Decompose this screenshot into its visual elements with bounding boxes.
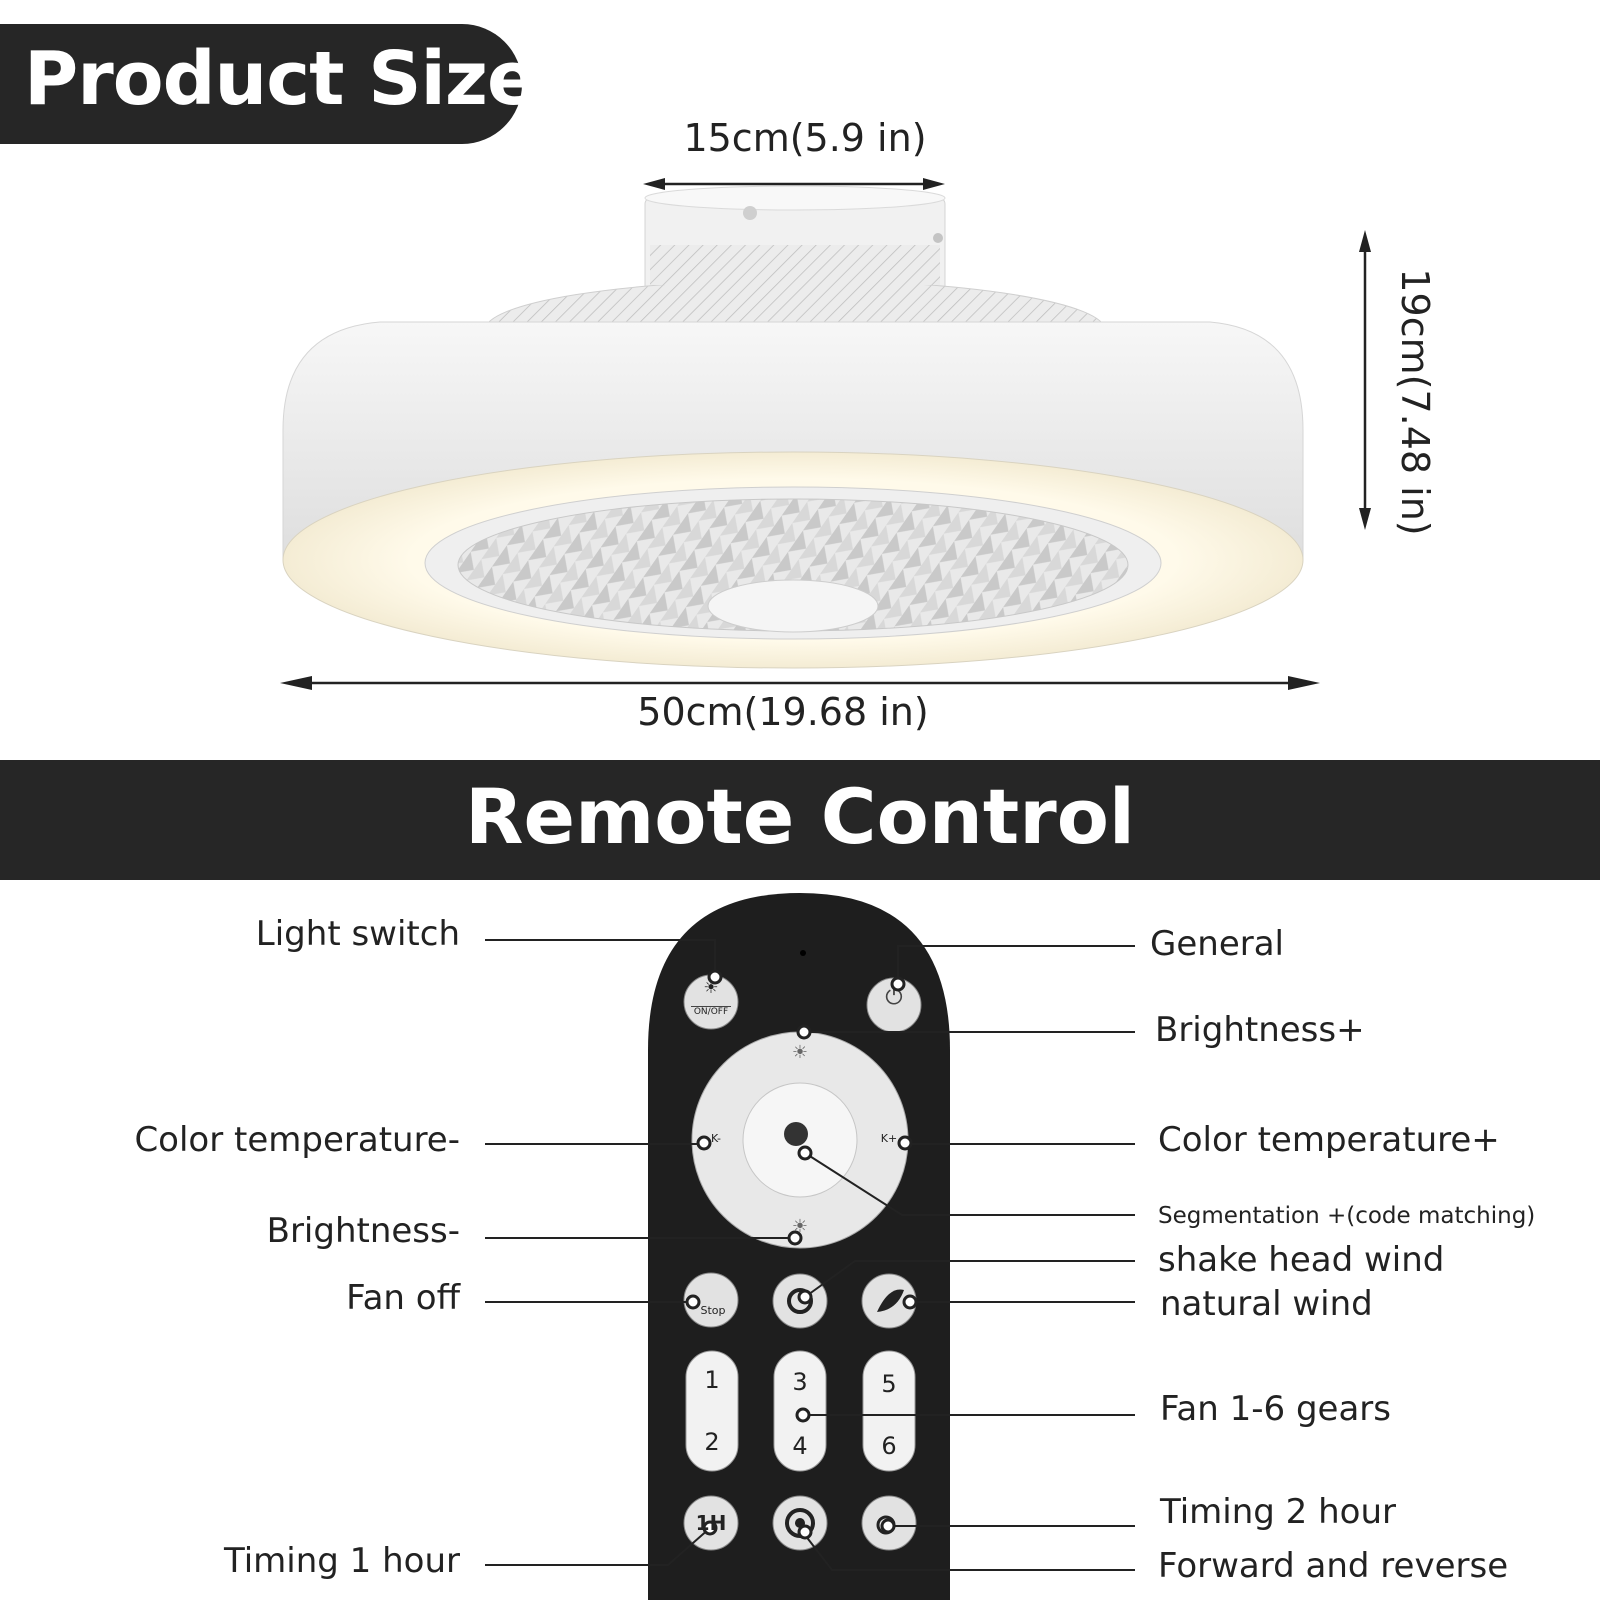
- gear-6-text: 6: [881, 1432, 897, 1460]
- gear-5-6-button[interactable]: [862, 1350, 916, 1472]
- gear-1-text: 1: [704, 1366, 720, 1394]
- natural-wind-label: natural wind: [1160, 1284, 1373, 1324]
- color-temp-plus-label: Color temperature+: [1158, 1120, 1500, 1160]
- timing-2h-label: Timing 2 hour: [1160, 1492, 1396, 1532]
- segmentation-label: Segmentation +(code matching): [1158, 1203, 1536, 1229]
- on-off-text: ON/OFF: [691, 1006, 731, 1017]
- fan-off-button[interactable]: [683, 1272, 739, 1328]
- timing-1h-label: Timing 1 hour: [224, 1541, 460, 1581]
- timer-1h-text: 1H: [695, 1511, 727, 1535]
- product-size-banner: [0, 24, 522, 144]
- stop-text: Stop: [700, 1304, 726, 1317]
- shake-head-label: shake head wind: [1158, 1240, 1445, 1280]
- center-hub: [707, 579, 879, 633]
- svg-text:☀: ☀: [792, 1042, 808, 1063]
- k-plus-text: K+: [880, 1132, 898, 1145]
- top-width-arrow: [643, 178, 945, 190]
- gear-3-text: 3: [792, 1368, 808, 1396]
- k-minus-text: K-: [710, 1132, 722, 1145]
- diameter-arrow: [280, 676, 1320, 690]
- light-switch-label: Light switch: [255, 914, 460, 954]
- brightness-plus-label: Brightness+: [1155, 1010, 1365, 1050]
- leader-lines: [485, 939, 1135, 1571]
- top-width-label: 15cm(5.9 in): [683, 116, 927, 160]
- remote-control-banner: [0, 760, 1600, 880]
- color-temp-minus-label: Color temperature-: [134, 1120, 460, 1160]
- gear-1-2-button[interactable]: [685, 1350, 739, 1472]
- product-size-title: Product Size: [24, 36, 537, 122]
- gear-4-text: 4: [792, 1432, 808, 1460]
- natural-wind-button[interactable]: [861, 1273, 917, 1329]
- fan-gears-label: Fan 1-6 gears: [1160, 1389, 1391, 1429]
- remote-control-title: Remote Control: [465, 772, 1135, 861]
- gear-2-text: 2: [704, 1428, 720, 1456]
- height-arrow: [1359, 230, 1371, 530]
- fan-off-label: Fan off: [346, 1278, 460, 1318]
- forward-reverse-button[interactable]: [772, 1495, 828, 1551]
- forward-reverse-label: Forward and reverse: [1158, 1546, 1509, 1586]
- brightness-minus-label: Brightness-: [266, 1211, 460, 1251]
- fan-illustration: [280, 178, 1371, 690]
- general-label: General: [1150, 924, 1284, 964]
- diameter-label: 50cm(19.68 in): [637, 690, 929, 734]
- gear-5-text: 5: [881, 1370, 897, 1398]
